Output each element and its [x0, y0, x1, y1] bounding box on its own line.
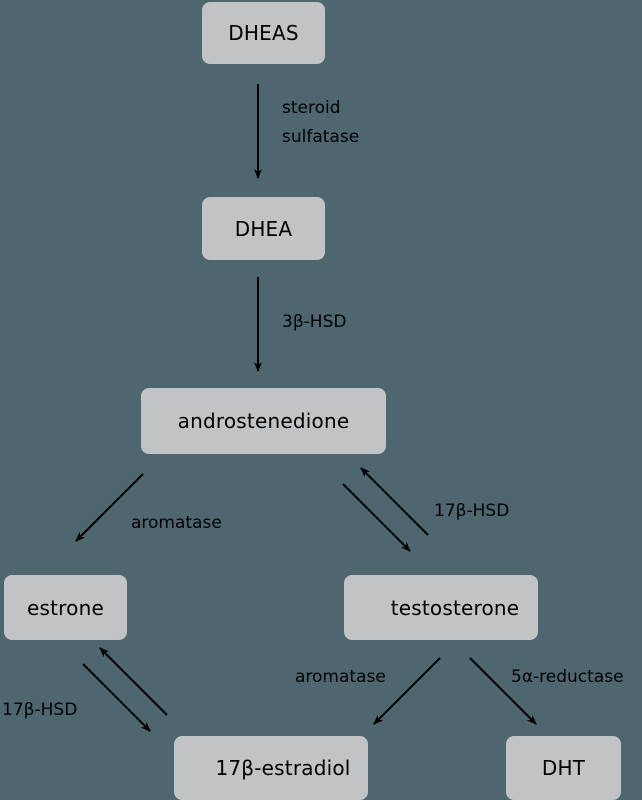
arrow-androstenedione-to-estrone — [75, 473, 144, 542]
enzyme-label-3b-hsd: 3β-HSD — [282, 312, 347, 332]
node-androstenedione-label: androstenedione — [177, 409, 350, 433]
enzyme-label-steroid-sulfatase-line2: sulfatase — [282, 127, 360, 147]
node-dheas: DHEAS — [202, 2, 325, 64]
arrow-testosterone-to-dht — [469, 657, 537, 725]
node-dhea-label: DHEA — [234, 216, 293, 241]
enzyme-label-17b-hsd-left: 17β-HSD — [2, 700, 78, 720]
arrow-testosterone-to-estradiol — [373, 657, 441, 725]
node-dht-label: DHT — [541, 756, 586, 780]
enzyme-label-17b-hsd-right: 17β-HSD — [434, 501, 510, 521]
node-estrone-label: estrone — [27, 595, 104, 620]
node-androstenedione: androstenedione — [141, 388, 386, 454]
node-dhea: DHEA — [202, 197, 325, 260]
node-dheas-label: DHEAS — [228, 21, 299, 45]
node-testosterone: testosterone — [344, 575, 538, 640]
arrow-estrone-to-estradiol — [82, 663, 151, 732]
enzyme-label-aromatase-right: aromatase — [295, 667, 386, 687]
node-estrone: estrone — [4, 575, 127, 640]
node-testosterone-label: testosterone — [390, 595, 520, 620]
node-estradiol: 17β-estradiol — [174, 736, 368, 800]
node-estradiol-label: 17β-estradiol — [215, 756, 351, 780]
enzyme-label-5a-reductase: 5α-reductase — [511, 667, 624, 687]
enzyme-label-aromatase-left: aromatase — [131, 513, 222, 533]
arrow-testosterone-to-androstenedione — [360, 467, 429, 536]
arrow-androstenedione-to-testosterone — [342, 483, 411, 552]
arrow-estradiol-to-estrone — [99, 647, 168, 716]
node-dht: DHT — [506, 736, 621, 800]
enzyme-label-steroid-sulfatase-line1: steroid — [282, 98, 341, 118]
